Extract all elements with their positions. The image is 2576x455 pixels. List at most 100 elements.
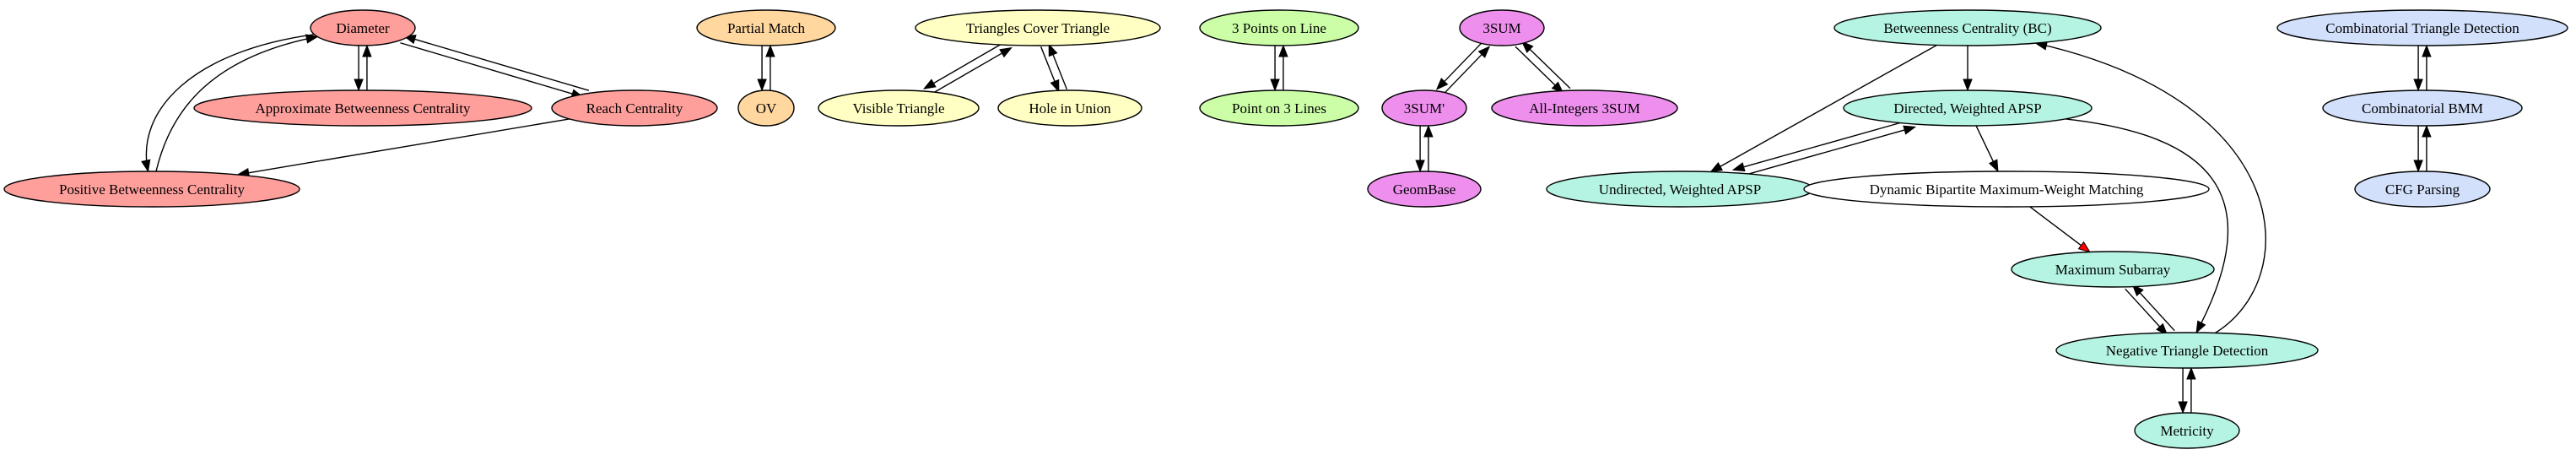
- edge-bc-to-uwapsp-arrowhead: [1709, 161, 1724, 173]
- node-ellipse: [193, 89, 532, 127]
- edge-sum3-to-sum3p-arrowhead: [1435, 78, 1449, 90]
- edge-sum3p-to-geombase-arrowhead: [1415, 160, 1425, 173]
- node-cfg: CFG Parsing: [2354, 171, 2491, 208]
- edge-line: [2139, 291, 2175, 332]
- edge-line: [2035, 42, 2266, 334]
- edges-layer: [141, 34, 2432, 414]
- node-label: 3SUM: [1482, 20, 1520, 36]
- edge-cfg-to-cbmm: [2422, 124, 2432, 172]
- node-ellipse: [2055, 332, 2319, 369]
- node-uwapsp: Undirected, Weighted APSP: [1546, 171, 1814, 208]
- node-p3lines: Point on 3 Lines: [1199, 89, 1359, 127]
- edge-sum3p-to-sum3: [1443, 46, 1491, 95]
- edge-line: [413, 38, 590, 91]
- edge-line: [1975, 125, 1995, 163]
- node-label: OV: [756, 100, 777, 116]
- edge-bc-to-uwapsp: [1709, 44, 1937, 173]
- edge-metricity-to-ntd: [2186, 366, 2196, 414]
- edge-line: [400, 42, 574, 95]
- edge-dwapsp-to-uwapsp-arrowhead: [1731, 162, 1746, 172]
- edge-line: [1443, 53, 1483, 95]
- node-ellipse: [2011, 251, 2215, 288]
- node-ellipse: [2354, 171, 2491, 208]
- edge-visible-to-tct-arrowhead: [999, 46, 1013, 58]
- node-ellipse: [1199, 89, 1359, 127]
- edge-reach-to-pbc: [236, 118, 570, 178]
- edge-line: [1719, 44, 1937, 168]
- edge-line: [155, 35, 318, 172]
- edge-line: [2029, 206, 2082, 246]
- edge-p3lines-to-p3line: [1278, 44, 1288, 91]
- edge-ov-to-partial: [765, 44, 775, 91]
- node-bc: Betweenness Centrality (BC): [1833, 9, 2102, 46]
- edge-metricity-to-ntd-arrowhead: [2186, 366, 2196, 380]
- edge-diameter-to-abc: [354, 45, 364, 92]
- edge-tct-to-hole-arrowhead: [1050, 79, 1060, 93]
- edge-ov-to-partial-arrowhead: [765, 44, 775, 57]
- edge-allint-to-sum3: [1520, 41, 1571, 89]
- node-tct: Triangles Cover Triangle: [915, 9, 1161, 46]
- edge-hole-to-tct-arrowhead: [1048, 43, 1058, 57]
- edge-maxsub-to-ntd: [2125, 288, 2168, 336]
- edge-cbmm-to-ctd-arrowhead: [2422, 44, 2432, 57]
- node-ctd: Combinatorial Triangle Detection: [2276, 9, 2568, 46]
- edge-dbmwm-to-maxsub-arrowhead: [2077, 241, 2091, 253]
- node-diameter: Diameter: [310, 9, 416, 46]
- edge-line: [247, 118, 570, 174]
- edge-pbc-to-diameter: [155, 34, 319, 172]
- edge-line: [1742, 120, 1909, 168]
- edge-geombase-to-sum3p: [1423, 124, 1434, 172]
- node-label: Combinatorial Triangle Detection: [2325, 20, 2519, 36]
- node-label: Negative Triangle Detection: [2106, 343, 2269, 359]
- edge-line: [2065, 118, 2229, 333]
- edge-cbmm-to-ctd: [2422, 44, 2432, 91]
- edge-ntd-to-metricity: [2178, 367, 2188, 414]
- node-label: 3SUM': [1404, 100, 1445, 116]
- edge-line: [930, 51, 1003, 95]
- node-dbmwm: Dynamic Bipartite Maximum-Weight Matchin…: [1803, 171, 2210, 208]
- node-ellipse: [1803, 171, 2210, 208]
- edge-bc-to-dwapsp: [1963, 46, 1973, 92]
- node-label: CFG Parsing: [2385, 181, 2460, 198]
- edge-ntd-to-metricity-arrowhead: [2178, 401, 2188, 414]
- edge-cfg-to-cbmm-arrowhead: [2422, 124, 2432, 138]
- node-label: Diameter: [336, 20, 390, 36]
- edge-abc-to-diameter: [362, 44, 372, 90]
- node-label: Dynamic Bipartite Maximum-Weight Matchin…: [1870, 181, 2144, 198]
- node-label: Maximum Subarray: [2055, 262, 2171, 278]
- edge-line: [1051, 53, 1068, 89]
- node-ellipse: [737, 89, 795, 127]
- edge-allint-to-sum3-arrowhead: [1520, 41, 1534, 53]
- node-abc: Approximate Betweenness Centrality: [193, 89, 532, 127]
- edge-line: [1040, 46, 1056, 83]
- node-label: Undirected, Weighted APSP: [1599, 181, 1761, 198]
- edge-dwapsp-to-ntd: [2065, 118, 2229, 334]
- node-cbmm: Combinatorial BMM: [2322, 89, 2523, 127]
- edge-uwapsp-to-dwapsp: [1740, 125, 1917, 177]
- node-ellipse: [1459, 9, 1545, 46]
- node-ellipse: [1843, 89, 2093, 127]
- node-dwapsp: Directed, Weighted APSP: [1843, 89, 2093, 127]
- edge-ctd-to-cbmm: [2413, 45, 2423, 92]
- node-label: Partial Match: [727, 20, 806, 36]
- node-ellipse: [2276, 9, 2568, 46]
- edge-cbmm-to-cfg: [2413, 125, 2423, 173]
- edge-partial-to-ov: [757, 45, 767, 92]
- edge-dwapsp-to-dbmwm: [1975, 125, 1999, 173]
- node-ellipse: [310, 9, 416, 46]
- edge-ntd-to-maxsub-arrowhead: [2131, 284, 2144, 297]
- node-ntd: Negative Triangle Detection: [2055, 332, 2319, 369]
- edge-uwapsp-to-dwapsp-arrowhead: [1903, 125, 1917, 135]
- node-ellipse: [818, 89, 980, 127]
- node-visible: Visible Triangle: [818, 89, 980, 127]
- edge-p3lines-to-p3line-arrowhead: [1278, 44, 1288, 57]
- edge-sum3p-to-sum3-arrowhead: [1477, 46, 1491, 58]
- edge-geombase-to-sum3p-arrowhead: [1423, 124, 1434, 138]
- edge-pbc-to-diameter-arrowhead: [305, 34, 319, 44]
- node-ellipse: [696, 9, 836, 46]
- edge-maxsub-to-ntd-arrowhead: [2156, 322, 2168, 336]
- node-label: Reach Centrality: [586, 100, 683, 116]
- edge-sum3p-to-geombase: [1415, 125, 1425, 173]
